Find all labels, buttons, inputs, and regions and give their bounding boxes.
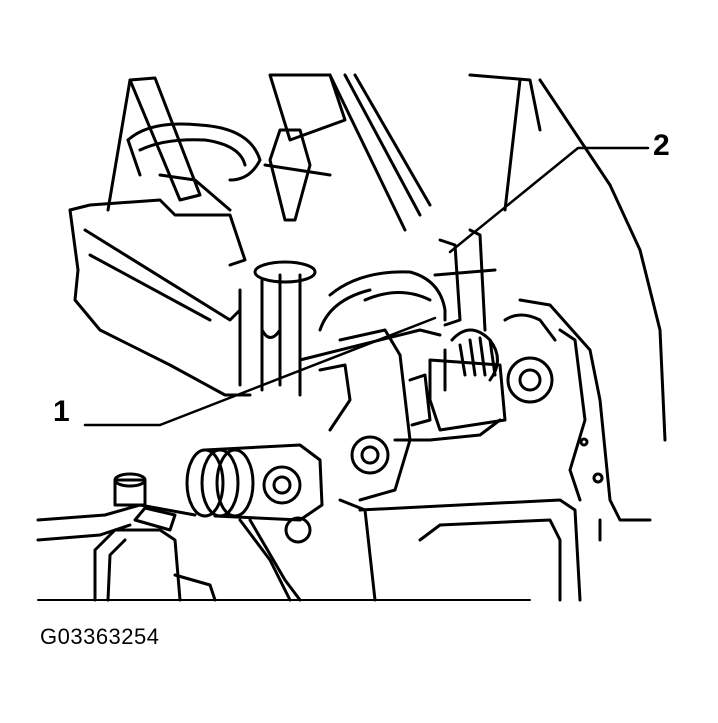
- pivot-shafts: [238, 260, 317, 397]
- link-bushings: [318, 328, 502, 502]
- lower-roller: [185, 443, 324, 544]
- figure-id-code: G03363254: [40, 624, 160, 649]
- leader-line-2: [448, 146, 650, 254]
- hinge-arm: [298, 270, 447, 362]
- left-housing: [68, 173, 252, 397]
- leader-line-1: [83, 316, 437, 427]
- upper-bracket: [106, 73, 612, 232]
- callout-label-1: 1: [53, 395, 70, 428]
- base-housing: [36, 472, 582, 602]
- clip-fastener: [263, 128, 332, 222]
- spring-assembly: [428, 228, 507, 432]
- callout-label-2: 2: [653, 129, 670, 162]
- main-plate: [503, 183, 667, 542]
- collar-ring: [126, 122, 262, 182]
